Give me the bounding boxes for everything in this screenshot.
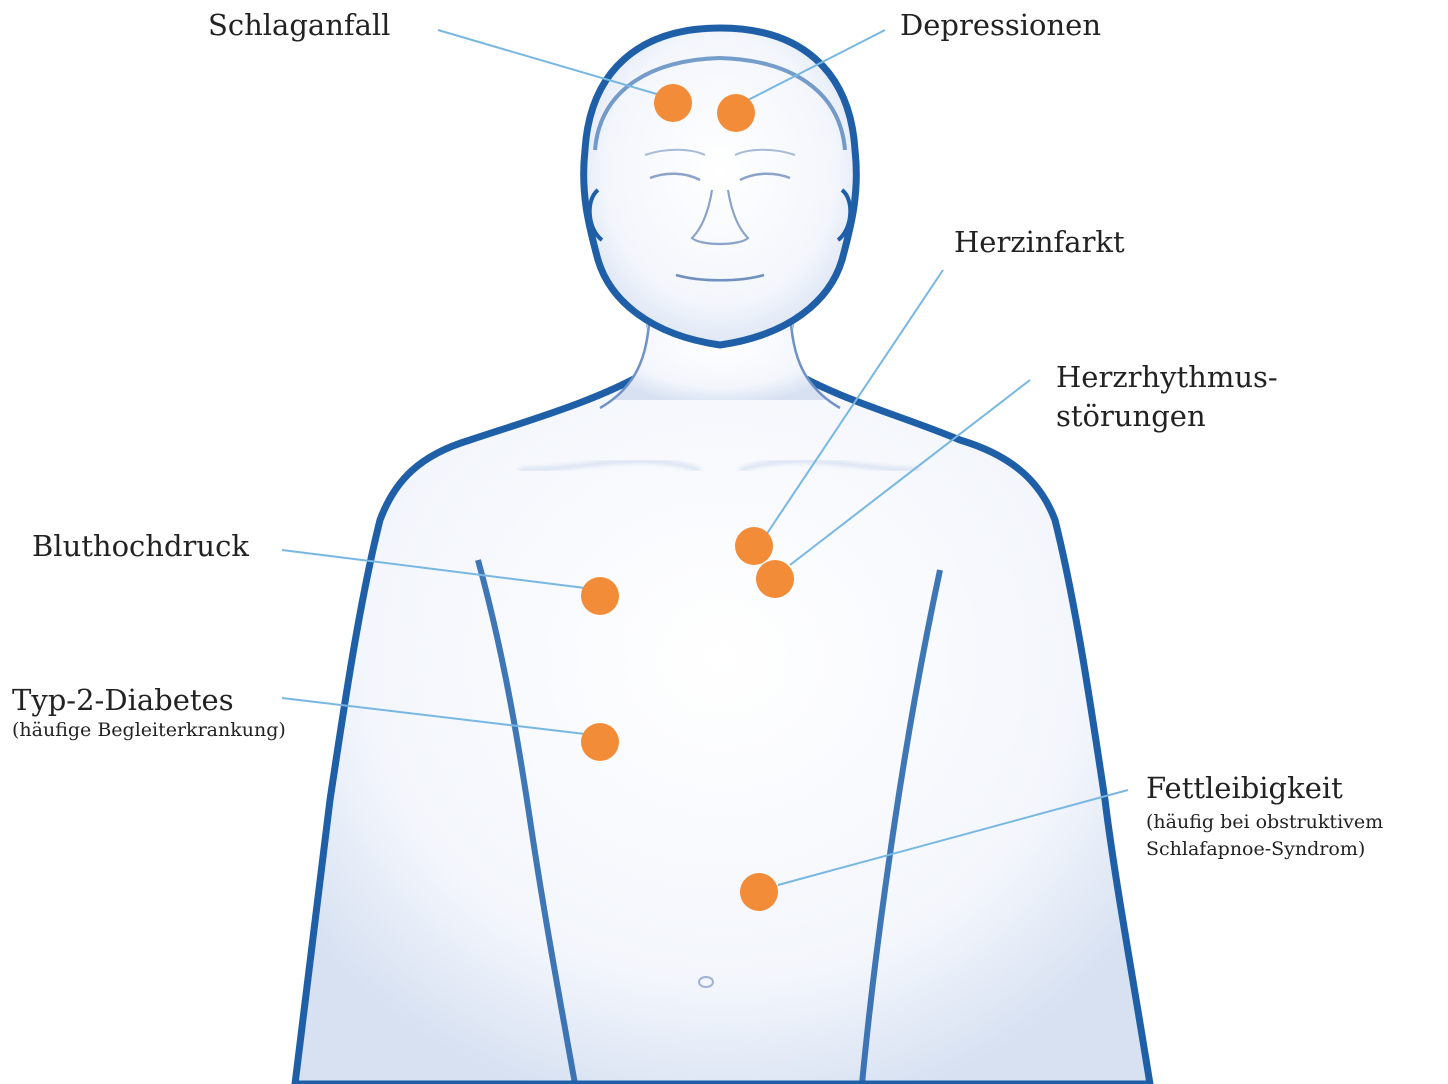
label-obesity: Fettleibigkeit (häufig bei obstruktivem … xyxy=(1146,771,1383,863)
label-depression: Depressionen xyxy=(900,8,1101,43)
label-heart-attack: Herzinfarkt xyxy=(954,225,1125,260)
label-obesity-note-line2: Schlafapnoe-Syndrom) xyxy=(1146,837,1383,863)
label-arrhythmia-line1: Herzrhythmus- xyxy=(1056,360,1278,395)
label-arrhythmia: Herzrhythmus- störungen xyxy=(1056,360,1278,434)
label-diabetes-note: (häufige Begleiterkrankung) xyxy=(12,718,286,744)
label-obesity-note-line1: (häufig bei obstruktivem xyxy=(1146,810,1383,836)
marker-heart-attack xyxy=(735,527,773,565)
label-stroke: Schlaganfall xyxy=(208,8,390,43)
label-hypertension: Bluthochdruck xyxy=(32,529,249,564)
head xyxy=(584,28,857,345)
label-arrhythmia-line2: störungen xyxy=(1056,399,1278,434)
marker-diabetes xyxy=(581,723,619,761)
label-diabetes-title: Typ-2-Diabetes xyxy=(12,683,286,718)
torso-outline xyxy=(295,310,1150,1084)
marker-hypertension xyxy=(581,577,619,615)
marker-obesity xyxy=(740,873,778,911)
marker-depression xyxy=(717,94,755,132)
label-diabetes: Typ-2-Diabetes (häufige Begleiterkrankun… xyxy=(12,683,286,743)
label-obesity-title: Fettleibigkeit xyxy=(1146,771,1383,806)
marker-arrhythmia xyxy=(756,560,794,598)
marker-stroke xyxy=(654,84,692,122)
